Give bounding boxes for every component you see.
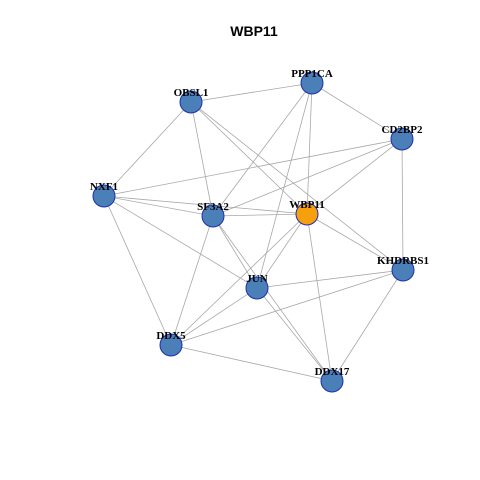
edge-cd2bp2-nxf1 — [103, 138, 403, 197]
edge-khdrbs1-ddx5 — [170, 269, 404, 346]
edge-ppp1ca-sf3a2 — [212, 82, 313, 217]
edge-nxf1-ddx5 — [103, 195, 172, 346]
node-sf3a2[interactable]: SF3A2 — [197, 201, 229, 228]
edge-sf3a2-ddx5 — [170, 215, 214, 346]
node-circle-sf3a2[interactable] — [201, 204, 225, 228]
node-ddx17[interactable]: DDX17 — [315, 366, 350, 393]
edge-wbp11-ddx17 — [306, 213, 333, 382]
edge-sf3a2-jun — [212, 215, 258, 289]
node-nxf1[interactable]: NXF1 — [90, 181, 118, 208]
edge-obsl1-wbp11 — [190, 101, 308, 215]
edge-obsl1-ppp1ca — [190, 82, 313, 103]
node-label-wbp11: WBP11 — [289, 199, 324, 211]
edge-wbp11-jun — [256, 213, 308, 289]
node-circle-nxf1[interactable] — [92, 184, 116, 208]
node-circle-ddx17[interactable] — [320, 369, 344, 393]
node-wbp11[interactable]: WBP11 — [289, 199, 325, 226]
diagram-title: WBP11 — [230, 23, 278, 39]
node-circle-ddx5[interactable] — [159, 333, 183, 357]
edge-cd2bp2-wbp11 — [306, 138, 403, 215]
node-label-khdrbs1: KHDRBS1 — [377, 255, 429, 267]
node-label-ppp1ca: PPP1CA — [291, 68, 333, 80]
edge-jun-ddx17 — [256, 287, 333, 382]
node-label-obsl1: OBSL1 — [174, 87, 209, 99]
node-circle-jun[interactable] — [245, 276, 269, 300]
edge-obsl1-khdrbs1 — [190, 101, 404, 271]
edge-nxf1-wbp11 — [103, 195, 308, 215]
edge-sf3a2-ddx17 — [212, 215, 333, 382]
node-circle-cd2bp2[interactable] — [390, 127, 414, 151]
edge-nxf1-jun — [103, 195, 258, 289]
edge-wbp11-khdrbs1 — [306, 213, 404, 271]
edge-sf3a2-wbp11 — [212, 213, 308, 217]
node-label-jun: JUN — [246, 273, 267, 285]
edge-nxf1-sf3a2 — [103, 195, 214, 217]
node-jun[interactable]: JUN — [245, 273, 269, 300]
edge-cd2bp2-sf3a2 — [212, 138, 403, 217]
edge-wbp11-ddx5 — [170, 213, 308, 346]
edge-obsl1-nxf1 — [103, 101, 192, 197]
node-label-ddx17: DDX17 — [315, 366, 350, 378]
edge-layer — [103, 82, 404, 382]
edge-ppp1ca-wbp11 — [306, 82, 313, 215]
edge-cd2bp2-khdrbs1 — [401, 138, 404, 271]
node-label-cd2bp2: CD2BP2 — [382, 124, 423, 136]
node-circle-wbp11[interactable] — [295, 202, 319, 226]
edge-khdrbs1-jun — [256, 269, 404, 289]
node-label-nxf1: NXF1 — [90, 181, 118, 193]
edge-ppp1ca-cd2bp2 — [311, 82, 403, 140]
node-obsl1[interactable]: OBSL1 — [174, 87, 209, 114]
node-cd2bp2[interactable]: CD2BP2 — [382, 124, 423, 151]
edge-ddx5-ddx17 — [170, 344, 333, 382]
node-label-sf3a2: SF3A2 — [197, 201, 229, 213]
edge-khdrbs1-ddx17 — [331, 269, 404, 382]
node-circle-khdrbs1[interactable] — [391, 258, 415, 282]
node-circle-ppp1ca[interactable] — [300, 71, 324, 95]
node-ddx5[interactable]: DDX5 — [156, 330, 186, 357]
node-khdrbs1[interactable]: KHDRBS1 — [377, 255, 429, 282]
node-label-ddx5: DDX5 — [156, 330, 186, 342]
node-ppp1ca[interactable]: PPP1CA — [291, 68, 333, 95]
edge-obsl1-sf3a2 — [190, 101, 214, 217]
edge-ppp1ca-jun — [256, 82, 313, 289]
edge-jun-ddx5 — [170, 287, 258, 346]
node-circle-obsl1[interactable] — [179, 90, 203, 114]
